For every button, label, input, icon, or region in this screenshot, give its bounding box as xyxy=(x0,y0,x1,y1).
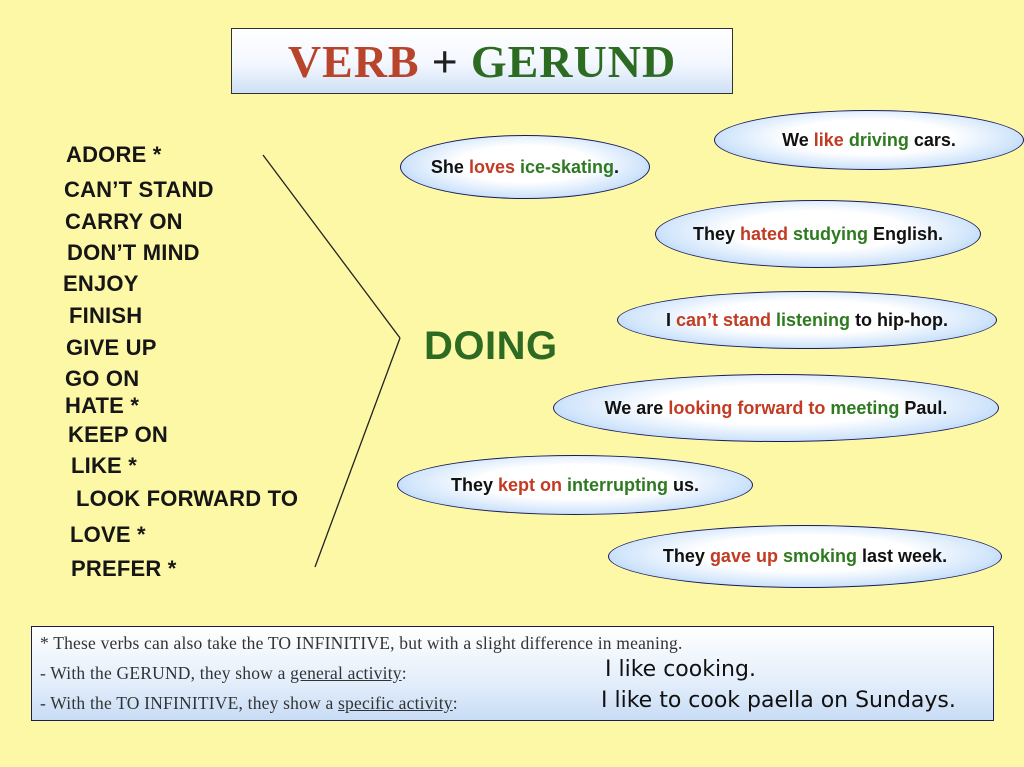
example-bubble: They hated studying English. xyxy=(655,200,981,268)
verb-item: DON’T MIND xyxy=(67,240,200,265)
example-bubble: She loves ice-skating. xyxy=(400,135,650,199)
note-line-2-prefix: - With the GERUND, they show a xyxy=(40,663,286,683)
note-line-2: - With the GERUND, they show a general a… xyxy=(40,663,407,684)
verb-item: PREFER * xyxy=(71,556,177,581)
example-verb: can’t stand xyxy=(675,309,772,330)
verb-item: GO ON xyxy=(65,366,140,391)
title-gerund: GERUND xyxy=(470,35,677,87)
example-gerund: smoking xyxy=(782,546,857,566)
example-subject: We are xyxy=(604,397,664,418)
example-gerund: driving xyxy=(848,129,909,150)
note-box: * These verbs can also take the TO INFIN… xyxy=(31,626,994,721)
title-plus: + xyxy=(431,35,459,87)
example-subject: They xyxy=(662,546,705,566)
example-rest: cars. xyxy=(913,129,956,150)
example-verb: hated xyxy=(739,223,788,244)
note-term-general: general activity xyxy=(290,663,402,683)
example-verb: kept on xyxy=(497,474,562,495)
example-verb: gave up xyxy=(709,546,778,566)
note-line-3-prefix: - With the TO INFINITIVE, they show a xyxy=(40,693,334,713)
title-verb: VERB xyxy=(287,35,420,87)
example-subject: We xyxy=(782,129,809,150)
example-bubble: They gave up smoking last week. xyxy=(608,525,1002,588)
verb-item: ADORE * xyxy=(66,142,162,167)
example-subject: I xyxy=(665,309,671,330)
example-subject: They xyxy=(692,223,735,244)
verb-item: ENJOY xyxy=(63,271,139,296)
example-bubble: We are looking forward to meeting Paul. xyxy=(553,374,999,442)
verb-item: CARRY ON xyxy=(65,209,183,234)
example-subject: She xyxy=(430,156,464,177)
verb-item: LOVE * xyxy=(70,522,146,547)
example-gerund: interrupting xyxy=(567,474,669,495)
verb-item: LIKE * xyxy=(71,453,137,478)
example-subject: They xyxy=(450,474,493,495)
doing-label: DOING xyxy=(424,324,558,368)
note-line-2-colon: : xyxy=(401,663,407,683)
note-term-specific: specific activity xyxy=(338,693,453,713)
note-example-gerund: I like cooking. xyxy=(605,657,756,682)
example-rest: Paul. xyxy=(904,397,948,418)
example-rest: English. xyxy=(873,223,944,244)
example-verb: like xyxy=(813,129,844,150)
note-line-3: - With the TO INFINITIVE, they show a sp… xyxy=(40,693,458,714)
example-gerund: studying xyxy=(793,223,869,244)
verb-item: LOOK FORWARD TO xyxy=(76,486,299,511)
example-gerund: meeting xyxy=(830,397,900,418)
example-bubble: I can’t stand listening to hip-hop. xyxy=(617,291,997,349)
verb-item: FINISH xyxy=(69,303,143,328)
verb-item: HATE * xyxy=(65,393,140,418)
example-bubble: We like driving cars. xyxy=(714,110,1024,170)
example-rest: us. xyxy=(673,474,700,495)
title-box: VERB + GERUND xyxy=(231,28,733,94)
example-verb: loves xyxy=(468,156,515,177)
note-line-1: * These verbs can also take the TO INFIN… xyxy=(40,633,683,653)
example-gerund: listening xyxy=(776,309,851,330)
verb-list: ADORE * CAN’T STAND CARRY ON DON’T MIND … xyxy=(0,0,340,600)
note-example-infinitive: I like to cook paella on Sundays. xyxy=(601,688,956,713)
example-rest: last week. xyxy=(862,546,948,566)
example-rest: to hip-hop. xyxy=(855,309,949,330)
example-bubble: They kept on interrupting us. xyxy=(397,455,753,515)
example-gerund: ice-skating xyxy=(520,156,615,177)
example-verb: looking forward to xyxy=(668,397,826,418)
note-line-3-colon: : xyxy=(452,693,458,713)
verb-item: CAN’T STAND xyxy=(64,177,214,202)
verb-item: KEEP ON xyxy=(68,422,169,447)
example-rest: . xyxy=(614,156,620,177)
verb-item: GIVE UP xyxy=(66,335,157,360)
